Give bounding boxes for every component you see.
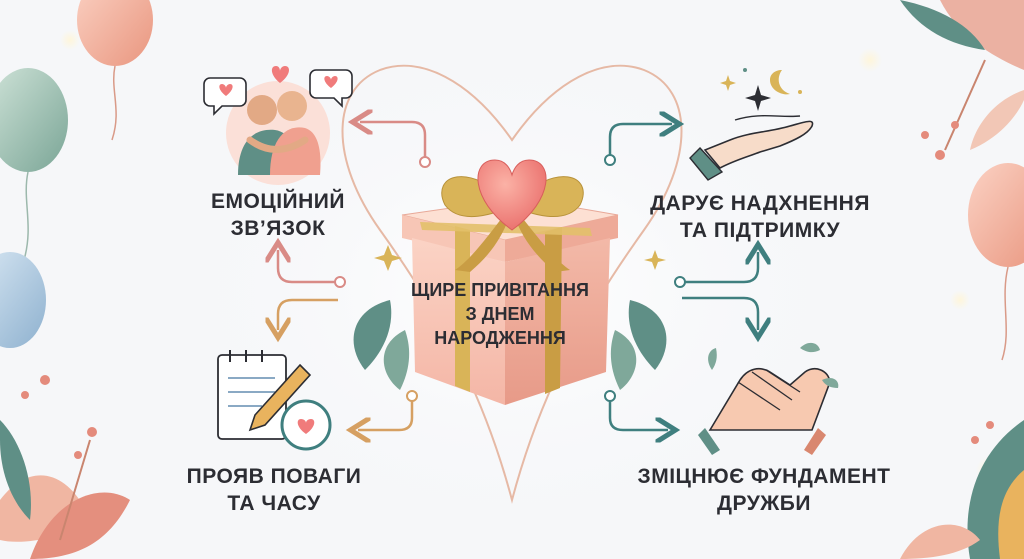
node-friendship-line2: ДРУЖБИ [717, 492, 811, 515]
arrow-center-to-inspiration [604, 124, 672, 166]
arrow-right-up [674, 252, 758, 288]
balloon-green-left [0, 68, 68, 261]
open-hand-stars-icon [689, 68, 814, 181]
gift-box-icon [353, 159, 667, 405]
arrow-left-up [278, 250, 346, 288]
arrow-right-down [682, 296, 758, 330]
node-respect-line1: ПРОЯВ ПОВАГИ [186, 465, 362, 488]
node-inspiration-line1: ДАРУЄ НАДХНЕННЯ [650, 192, 870, 215]
hugging-people-icon [203, 66, 353, 185]
handshake-icon [698, 342, 839, 455]
balloon-blue-left [0, 252, 46, 348]
background-heart-outline [341, 64, 683, 504]
floral-top-right [900, 0, 1024, 160]
node-friendship-label: ЗМІЦНЮЄ ФУНДАМЕНТ ДРУЖБИ [626, 463, 902, 517]
arrow-center-to-emotional [360, 122, 431, 168]
floral-bottom-right [900, 420, 1024, 559]
center-title: ЩИРЕ ПРИВІТАННЯ З ДНЕМ НАРОДЖЕННЯ [400, 278, 600, 350]
notepad-clock-icon [217, 350, 332, 451]
arrow-left-down [278, 298, 338, 330]
balloon-pink-right [968, 163, 1024, 361]
node-inspiration-line2: ТА ПІДТРИМКУ [679, 219, 841, 242]
node-inspiration-label: ДАРУЄ НАДХНЕННЯ ТА ПІДТРИМКУ [640, 190, 880, 244]
center-title-line3: НАРОДЖЕННЯ [434, 328, 566, 348]
arrow-center-to-friendship [604, 390, 668, 430]
arrow-center-to-respect [358, 390, 418, 430]
center-title-line1: ЩИРЕ ПРИВІТАННЯ [411, 280, 589, 300]
node-emotional-line1: ЕМОЦІЙНИЙ [211, 190, 345, 213]
node-respect-line2: ТА ЧАСУ [227, 492, 321, 515]
balloon-pink-top-left [77, 0, 153, 141]
node-friendship-line1: ЗМІЦНЮЄ ФУНДАМЕНТ [637, 465, 891, 488]
node-emotional-label: ЕМОЦІЙНИЙ ЗВ’ЯЗОК [176, 188, 380, 242]
node-respect-label: ПРОЯВ ПОВАГИ ТА ЧАСУ [168, 463, 380, 517]
node-emotional-line2: ЗВ’ЯЗОК [230, 217, 326, 240]
floral-bottom-left [0, 375, 130, 559]
center-title-line2: З ДНЕМ [465, 304, 535, 324]
